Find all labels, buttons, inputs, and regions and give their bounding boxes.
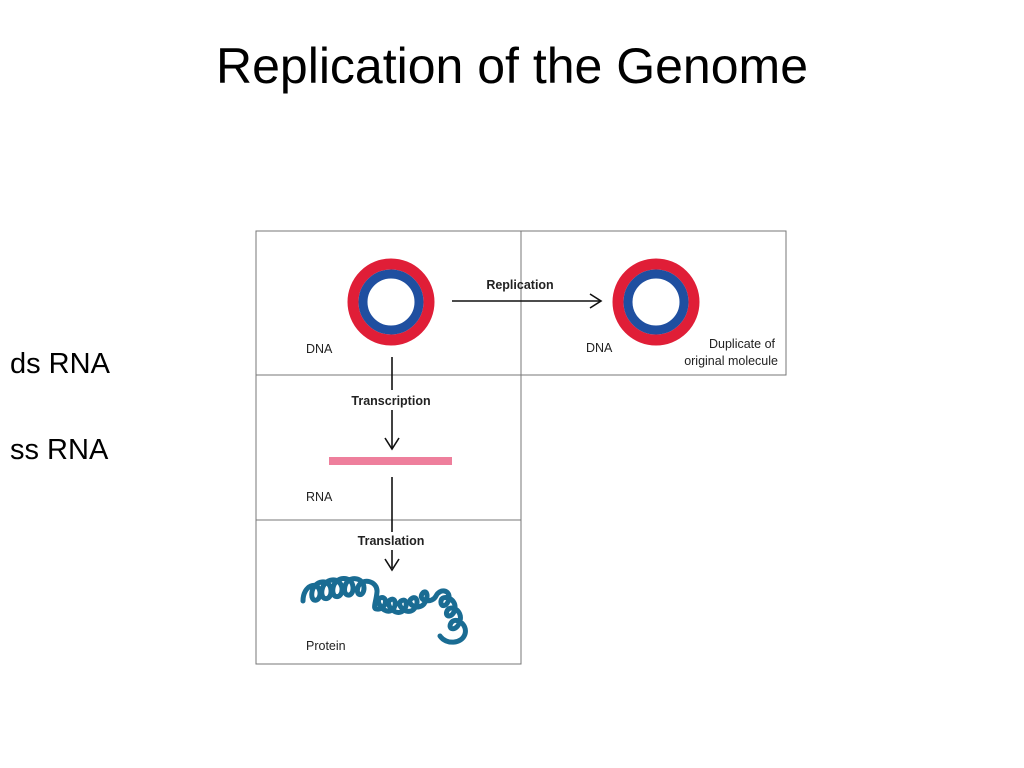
duplicate-caption-line1: Duplicate of: [709, 337, 776, 351]
arrow-down-icon: [384, 357, 400, 451]
diagram-panels: [255, 230, 787, 665]
arrow-right-icon: [452, 293, 603, 309]
protein-coil-icon: [300, 576, 468, 645]
duplicate-panel: [520, 230, 787, 376]
replication-label: Replication: [486, 278, 553, 292]
arrow-down-icon: [384, 477, 400, 572]
rna-strand-icon: [329, 457, 452, 465]
ds-rna-label: ds RNA: [10, 348, 110, 380]
translation-label: Translation: [358, 534, 425, 548]
rna-panel: [255, 374, 522, 521]
circular-dna-icon: [612, 258, 700, 346]
dna-label-right: DNA: [586, 341, 613, 355]
protein-label: Protein: [306, 639, 346, 653]
dna-panel: [255, 230, 522, 376]
circular-dna-icon: [347, 258, 435, 346]
slide-title: Replication of the Genome: [215, 38, 809, 94]
rna-label: RNA: [306, 490, 333, 504]
protein-panel: [255, 519, 522, 665]
ss-rna-label: ss RNA: [10, 434, 109, 466]
dna-label-left: DNA: [306, 342, 333, 356]
duplicate-caption-line2: original molecule: [684, 354, 778, 368]
transcription-label: Transcription: [351, 394, 430, 408]
